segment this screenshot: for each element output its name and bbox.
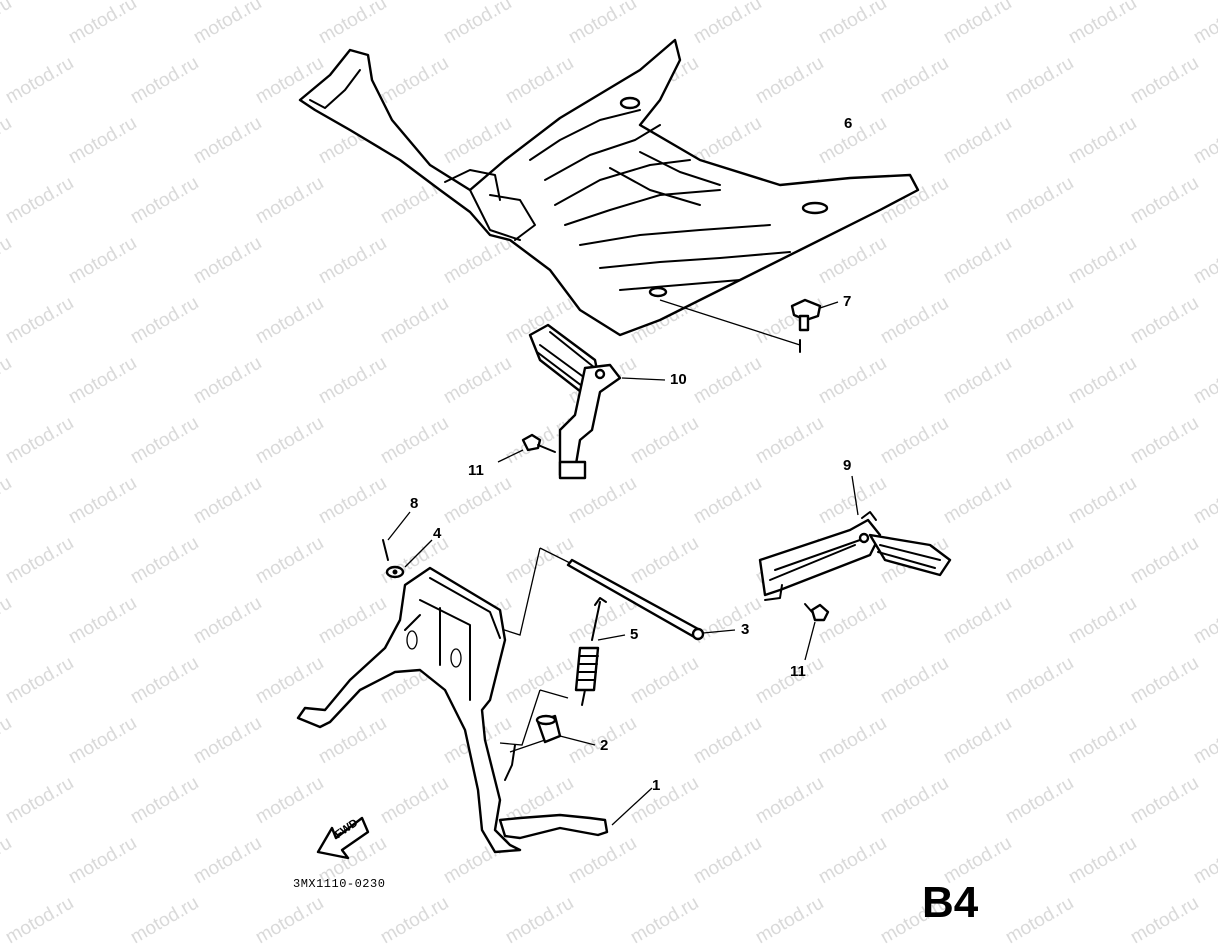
callout-1: 1 bbox=[652, 777, 661, 794]
washer-part-4 bbox=[385, 539, 433, 579]
diagram-code: 3MX1110-0230 bbox=[293, 877, 386, 891]
bolt-right-part-11 bbox=[804, 603, 830, 661]
main-stand-part-1 bbox=[296, 566, 653, 854]
callout-3: 3 bbox=[741, 621, 750, 638]
bolt-left-part-11 bbox=[497, 433, 556, 463]
shaft-part-3 bbox=[494, 547, 736, 641]
callout-11-left: 11 bbox=[468, 462, 484, 479]
stopper-part-2 bbox=[509, 714, 596, 753]
callout-6: 6 bbox=[844, 115, 853, 132]
footboard-panel-part-6 bbox=[298, 38, 920, 346]
callout-9: 9 bbox=[843, 457, 852, 474]
bolt-part-7 bbox=[790, 298, 839, 353]
corner-mark: B4 bbox=[922, 878, 979, 927]
cotter-pin-part-8 bbox=[382, 511, 411, 561]
callout-5: 5 bbox=[630, 626, 639, 643]
callout-7: 7 bbox=[843, 293, 852, 310]
footrest-right-part-9 bbox=[758, 475, 952, 601]
diagram-drawing bbox=[296, 38, 952, 860]
callout-4: 4 bbox=[433, 525, 442, 542]
callout-2: 2 bbox=[600, 737, 609, 754]
forward-arrow-icon bbox=[316, 816, 370, 860]
callout-11-right: 11 bbox=[790, 663, 806, 680]
callout-8: 8 bbox=[410, 495, 419, 512]
spring-part-5 bbox=[499, 597, 626, 746]
footrest-left-part-10 bbox=[528, 323, 666, 480]
callout-10: 10 bbox=[670, 371, 687, 388]
